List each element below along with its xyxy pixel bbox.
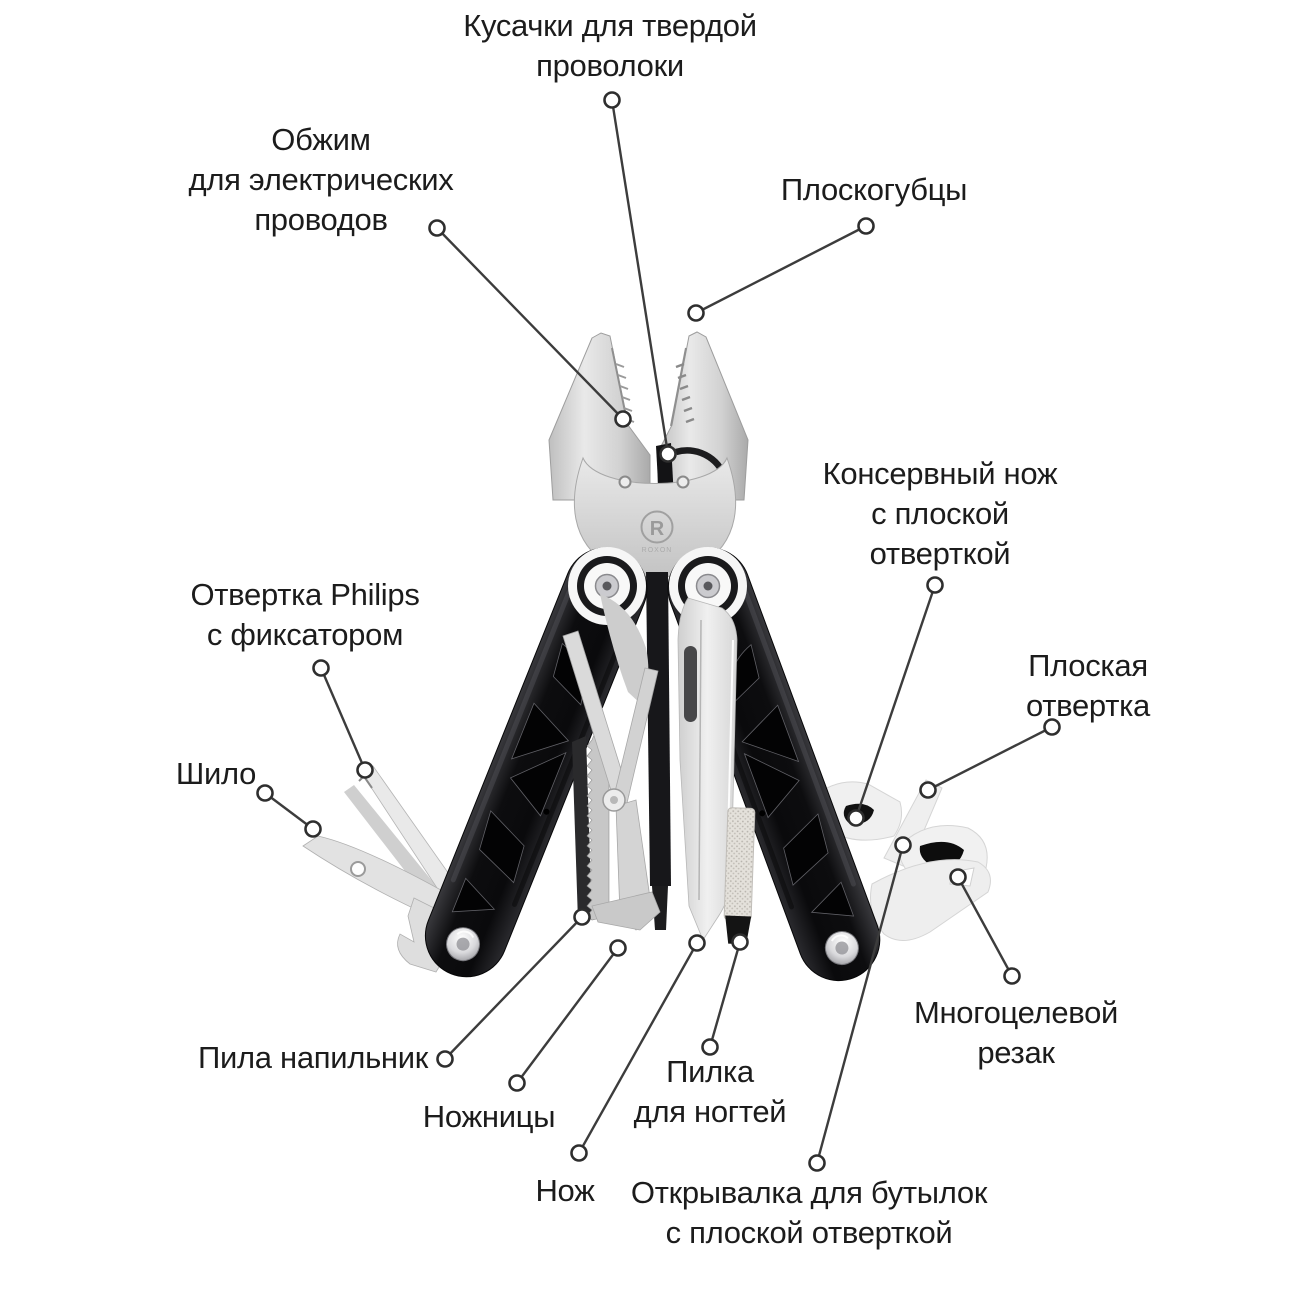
label-crimper: Обжим для электрических проводов bbox=[189, 120, 454, 240]
label-bottle-opener: Открывалка для бутылок с плоской отвертк… bbox=[630, 1173, 988, 1253]
label-knife: Нож bbox=[535, 1171, 594, 1211]
pliers-head: R ROXON bbox=[573, 456, 737, 578]
pliers-jaw-right bbox=[657, 331, 749, 501]
label-line: Шило bbox=[175, 756, 257, 791]
leader-pliers bbox=[695, 224, 867, 315]
label-awl: Шило bbox=[175, 754, 257, 794]
leader-nail-file bbox=[708, 941, 742, 1048]
center-spacer bbox=[646, 572, 671, 930]
label-saw-file: Пила напильник bbox=[198, 1038, 428, 1078]
label-multi-cutter: Многоцелевой резак bbox=[914, 993, 1118, 1073]
label-scissors: Ножницы bbox=[422, 1097, 556, 1137]
leader-wire-cutters bbox=[610, 99, 670, 455]
label-line: с плоской bbox=[871, 496, 1009, 531]
saw-file-tool bbox=[572, 729, 610, 921]
label-line: Пилка bbox=[666, 1054, 754, 1089]
label-line: для электрических bbox=[188, 162, 454, 197]
label-line: Консервный нож bbox=[822, 456, 1058, 491]
label-line: Нож bbox=[535, 1173, 595, 1208]
label-line: Пила напильник bbox=[197, 1040, 429, 1075]
label-line: Плоская bbox=[1028, 648, 1148, 683]
label-pliers: Плоскогубцы bbox=[780, 170, 968, 210]
label-phillips-screwdriver: Отвертка Philips с фиксатором bbox=[190, 575, 419, 655]
leader-multi-cutter bbox=[956, 876, 1014, 977]
label-nail-file: Пилка для ногтей bbox=[634, 1052, 787, 1132]
brand-logo-icon bbox=[640, 510, 674, 544]
label-line: резак bbox=[977, 1035, 1055, 1070]
leader-scissors bbox=[516, 947, 619, 1084]
label-line: проволоки bbox=[536, 48, 684, 83]
label-can-opener: Консервный нож с плоской отверткой bbox=[823, 454, 1058, 574]
knife-tool bbox=[677, 597, 738, 941]
label-line: Кусачки для твердой bbox=[463, 8, 757, 43]
leader-crimper bbox=[436, 227, 624, 420]
label-line: с фиксатором bbox=[206, 617, 404, 652]
label-line: Открывалка для бутылок bbox=[630, 1175, 988, 1210]
label-line: отвертка bbox=[1026, 688, 1150, 723]
label-line: Обжим bbox=[271, 122, 371, 157]
leader-flat-screwdriver bbox=[927, 725, 1053, 792]
leader-knife bbox=[577, 942, 699, 1154]
label-line: отверткой bbox=[869, 536, 1011, 571]
label-line: для ногтей bbox=[633, 1094, 787, 1129]
label-flat-screwdriver: Плоская отвертка bbox=[1026, 646, 1150, 726]
leader-lines bbox=[264, 99, 1053, 1164]
brand-logo-letter: R bbox=[650, 518, 665, 540]
leader-phillips bbox=[319, 667, 367, 771]
label-line: с плоской отверткой bbox=[665, 1215, 953, 1250]
leader-bottle-opener bbox=[815, 844, 905, 1164]
brand-logo-text: ROXON bbox=[642, 547, 673, 554]
leader-saw-file bbox=[444, 916, 583, 1060]
label-line: Отвертка Philips bbox=[190, 577, 420, 612]
pivot-screw-left bbox=[568, 547, 646, 625]
nail-file-tool bbox=[723, 807, 756, 945]
label-line: Плоскогубцы bbox=[780, 172, 968, 207]
scissors-tool bbox=[562, 594, 661, 931]
label-line: проводов bbox=[254, 202, 388, 237]
leader-dots bbox=[256, 91, 1061, 1172]
label-line: Ножницы bbox=[422, 1099, 556, 1134]
leader-awl bbox=[264, 792, 314, 830]
label-wire-cutters: Кусачки для твердой проволоки bbox=[463, 6, 757, 86]
leader-can-opener bbox=[854, 584, 937, 819]
label-line: Многоцелевой bbox=[913, 995, 1119, 1030]
